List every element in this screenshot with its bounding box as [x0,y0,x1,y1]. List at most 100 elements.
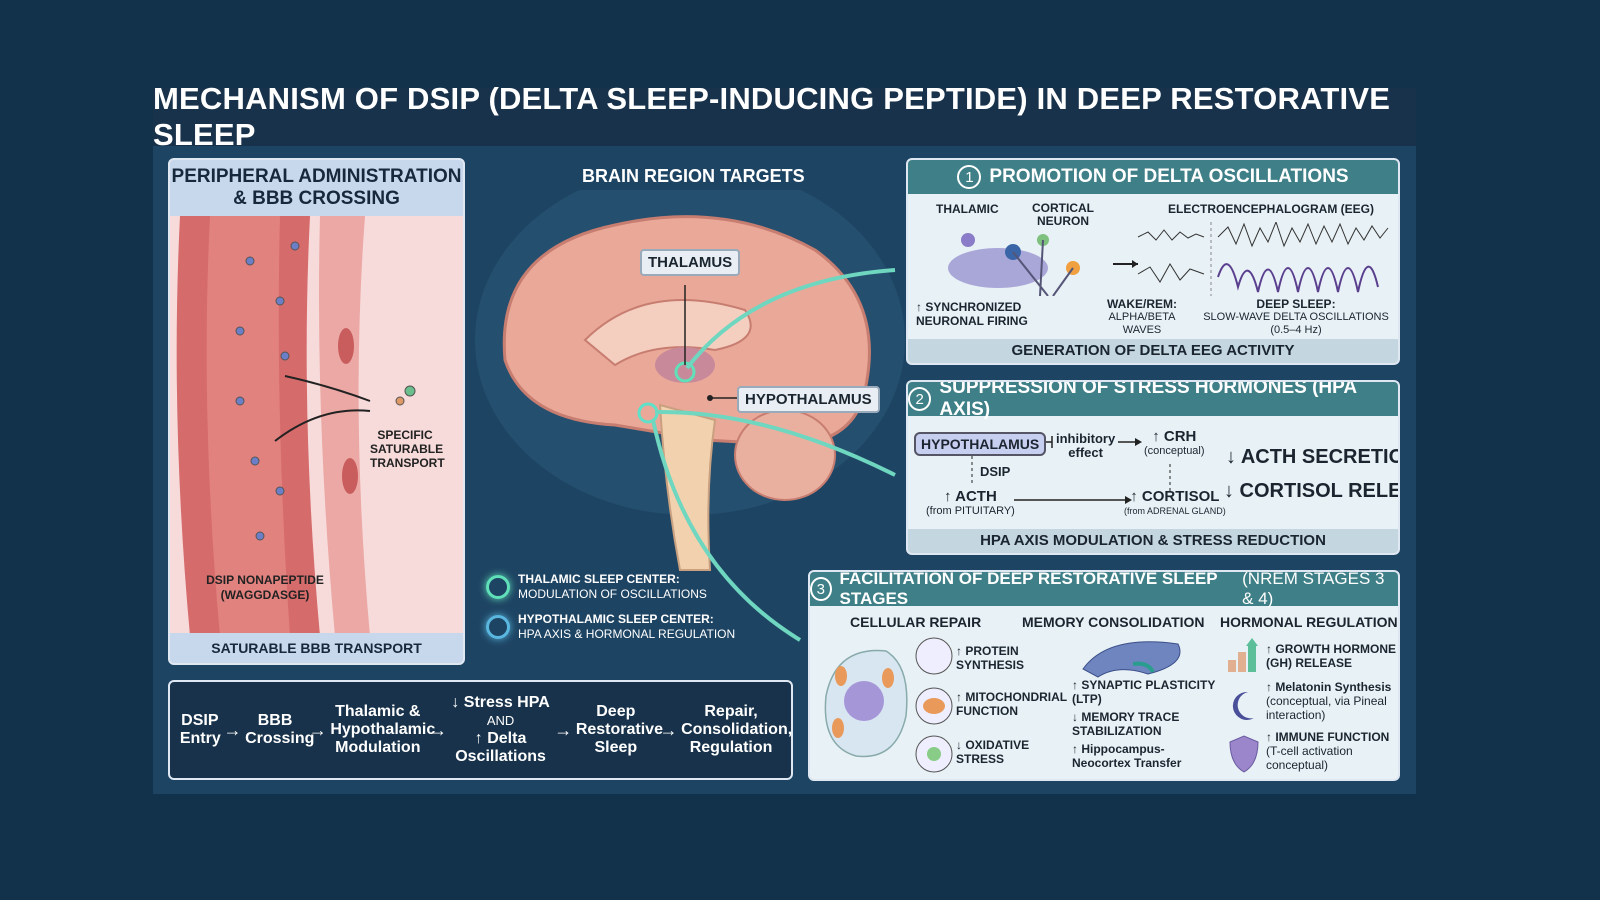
arrow-right-icon: → [659,719,678,740]
acth-label: ↑ ACTH(from PITUITARY) [926,488,1015,518]
flow-step-hpa-delta: ↓ Stress HPA AND ↑ Delta Oscillations [451,694,551,766]
transport-label-2: SATURABLE [370,442,444,456]
hormone-melatonin: ↑ Melatonin Synthesis(conceptual, via Pi… [1266,680,1396,722]
memory-heading: MEMORY CONSOLIDATION [1022,614,1205,630]
arrow-right-icon: → [554,719,573,740]
panel2-footer: HPA AXIS MODULATION & STRESS REDUCTION [908,529,1398,553]
sync-label-1: ↑ SYNCHRONIZED [916,300,1022,314]
blood-vessel-illustration [170,216,463,636]
melatonin-note: (conceptual, via Pineal interaction) [1266,694,1387,722]
thalamus-label: THALAMUS [640,249,741,276]
bbb-title-1: PERIPHERAL ADMINISTRATION [171,166,462,187]
arrow-right-icon: → [308,719,327,740]
crh-note: (conceptual) [1144,445,1205,457]
panel3-title-suffix: (NREM STAGES 3 & 4) [1242,570,1385,608]
panel1-footer: GENERATION OF DELTA EEG ACTIVITY [908,339,1398,363]
inhibitory-label-1: inhibitory [1056,431,1116,446]
peptide-label-2: (WAGGDASGE) [220,588,310,602]
legend-item-thalamic: THALAMIC SLEEP CENTER:MODULATION OF OSCI… [486,572,735,602]
panel3-title: FACILITATION OF DEEP RESTORATIVE SLEEP S… [839,570,1218,608]
acth-title: ↑ ACTH [944,488,997,505]
wake-desc: ALPHA/BETA WAVES [1108,311,1176,336]
protein-synthesis: ↑ PROTEIN SYNTHESIS [956,644,1025,672]
flow-step-entry: DSIP Entry [179,712,221,747]
neuron-eeg-illustration [948,222,1389,296]
mitochondrial-function: ↑ MITOCHONDRIAL FUNCTION [956,690,1067,718]
restorative-sleep-panel: 3 FACILITATION OF DEEP RESTORATIVE SLEEP … [808,570,1400,781]
hpa-axis-panel: 2 SUPPRESSION OF STRESS HORMONES (HPA AXI… [906,380,1400,555]
circle-marker-icon [486,615,510,639]
hormonal-heading: HORMONAL REGULATION [1220,614,1398,630]
oxidative-stress: ↓ OXIDATIVE STRESS [956,738,1030,766]
hormone-gh: ↑ GROWTH HORMONE (GH) RELEASE [1266,642,1396,670]
flow-step-modulation: Thalamic & Hypothalamic Modulation [330,703,436,756]
eeg-label: ELECTROENCEPHALOGRAM (EEG) [1168,202,1375,216]
crh-label: ↑ CRH(conceptual) [1144,428,1205,458]
hypothalamus-box: HYPOTHALAMUS [914,432,1047,456]
flow-delta: ↑ Delta Oscillations [455,730,546,765]
panel3-header: 3 FACILITATION OF DEEP RESTORATIVE SLEEP … [810,570,1398,608]
flow-step-deep-sleep: Deep Restorative Sleep [575,703,663,756]
panel2-header: 2 SUPPRESSION OF STRESS HORMONES (HPA AXI… [908,382,1398,420]
flow-and: AND [486,713,515,728]
cortisol-note: (from ADRENAL GLAND) [1124,506,1226,516]
brain-legend: THALAMIC SLEEP CENTER:MODULATION OF OSCI… [486,572,735,642]
flow-step-bbb: BBB Crossing [245,712,315,747]
legend-desc: HPA AXIS & HORMONAL REGULATION [518,627,736,641]
gh-title: ↑ GROWTH HORMONE (GH) RELEASE [1266,642,1396,670]
flow-step-repair: Repair, Consolidation, Regulation [681,703,793,756]
deep-desc: SLOW-WAVE DELTA OSCILLATIONS (0.5–4 Hz) [1203,311,1389,336]
step-number: 1 [957,165,982,189]
wake-label: WAKE/REM:ALPHA/BETA WAVES [1094,298,1190,337]
peptide-label: DSIP NONAPEPTIDE (WAGGDASGE) [190,573,340,603]
step-number: 3 [810,577,832,601]
bbb-panel-header: PERIPHERAL ADMINISTRATION & BBB CROSSING [170,160,463,216]
hormone-icons [1228,638,1259,773]
transport-label-1: SPECIFIC [377,428,433,442]
hippocampus-transfer: ↑ Hippocampus-Neocortex Transfer [1072,742,1182,770]
hippocampus-icon [1082,641,1181,678]
cortisol-title: ↑ CORTISOL [1130,488,1220,505]
inhibitory-label-2: effect [1068,445,1103,460]
peptide-label-1: DSIP NONAPEPTIDE [206,573,324,587]
bbb-panel-footer: SATURABLE BBB TRANSPORT MECHANISM [170,633,463,663]
panel1-title: PROMOTION OF DELTA OSCILLATIONS [989,166,1349,187]
transport-label: SPECIFIC SATURABLE TRANSPORT [370,428,445,470]
sync-label-2: NEURONAL FIRING [916,314,1028,328]
immune-title: ↑ IMMUNE FUNCTION [1266,730,1390,744]
step-number: 2 [908,387,932,411]
page-title: MECHANISM OF DSIP (DELTA SLEEP-INDUCING … [153,81,1416,152]
legend-title: THALAMIC SLEEP CENTER: [518,572,680,586]
crh-title: ↑ CRH [1152,428,1197,445]
legend-desc: MODULATION OF OSCILLATIONS [518,587,707,601]
cortisol-release-result: ↓ CORTISOL RELEASE [1224,480,1398,502]
cortical-label-2: NEURON [1036,214,1089,228]
panel1-header: 1 PROMOTION OF DELTA OSCILLATIONS [908,160,1398,194]
acth-secretion-result: ↓ ACTH SECRETION [1226,446,1400,468]
bbb-panel: PERIPHERAL ADMINISTRATION & BBB CROSSING… [168,158,465,665]
mechanism-flow: DSIP Entry → BBB Crossing → Thalamic & H… [168,680,793,780]
cell-illustration [824,637,953,773]
brain-heading: BRAIN REGION TARGETS [582,166,805,186]
cortisol-label: ↑ CORTISOL(from ADRENAL GLAND) [1124,488,1226,518]
flow-stress-hpa: ↓ Stress HPA [451,694,550,711]
arrow-right-icon: → [223,719,242,740]
panel2-title: SUPPRESSION OF STRESS HORMONES (HPA AXIS… [939,380,1357,420]
melatonin-title: ↑ Melatonin Synthesis [1266,680,1392,694]
shield-icon [1229,735,1259,773]
growth-arrow-icon [1246,638,1258,646]
deep-title: DEEP SLEEP: [1256,297,1336,311]
moon-icon [1232,691,1254,720]
circle-marker-icon [486,575,510,599]
legend-title: HYPOTHALAMIC SLEEP CENTER: [518,612,714,626]
wake-title: WAKE/REM: [1107,297,1177,311]
transport-label-3: TRANSPORT [370,456,445,470]
dsip-label: DSIP [980,464,1011,479]
cortical-label-1: CORTICAL [1032,201,1094,215]
hypothalamus-label: HYPOTHALAMUS [737,386,880,413]
memory-trace: ↓ MEMORY TRACE STABILIZATION [1072,710,1180,738]
synaptic-plasticity: ↑ SYNAPTIC PLASTICITY (LTP) [1072,678,1216,706]
